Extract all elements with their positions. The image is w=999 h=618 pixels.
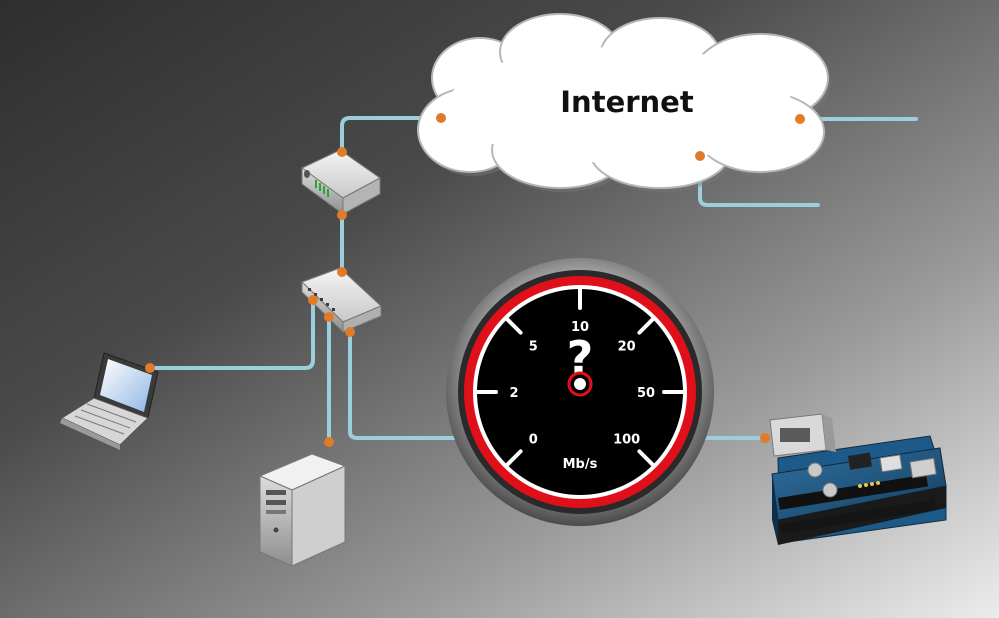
cable-internet-right-2 xyxy=(698,154,820,207)
gauge-tick-mark xyxy=(505,317,523,335)
arduino-ethernet-shield-icon xyxy=(769,413,947,545)
port-dot xyxy=(337,267,347,277)
port-dot xyxy=(324,437,334,447)
gauge-tick-label: 50 xyxy=(637,386,655,401)
port-dot xyxy=(308,295,318,305)
gauge-tick-label: 10 xyxy=(571,320,589,335)
modem-icon xyxy=(301,149,381,215)
internet-label: Internet xyxy=(560,85,694,119)
internet-cloud: Internet xyxy=(417,13,831,192)
cable-switch-laptop xyxy=(148,298,315,370)
gauge-tick-label: 2 xyxy=(509,386,518,401)
cable-lines xyxy=(148,116,918,444)
cable-switch-board xyxy=(348,330,767,440)
gauge-tick-mark xyxy=(637,317,655,335)
port-dot xyxy=(345,327,355,337)
port-dot xyxy=(324,312,334,322)
cable-modem-internet xyxy=(340,116,443,154)
gauge-tick-mark xyxy=(637,449,655,467)
gauge-tick-label: 100 xyxy=(613,433,640,448)
laptop-icon xyxy=(60,352,159,450)
gauge-tick-label: 0 xyxy=(529,433,538,448)
port-dot xyxy=(145,363,155,373)
gauge-unit-label: Mb/s xyxy=(563,457,598,472)
gauge-tick-label: 5 xyxy=(529,339,538,354)
port-dot xyxy=(795,114,805,124)
port-dot xyxy=(695,151,705,161)
server-tower-icon xyxy=(258,453,347,567)
port-dot xyxy=(337,210,347,220)
port-dot xyxy=(436,113,446,123)
port-dot xyxy=(337,147,347,157)
gauge-tick-mark xyxy=(505,449,523,467)
port-dot xyxy=(760,433,770,443)
gauge-tick-label: 20 xyxy=(618,339,636,354)
connection-ports xyxy=(145,113,805,447)
